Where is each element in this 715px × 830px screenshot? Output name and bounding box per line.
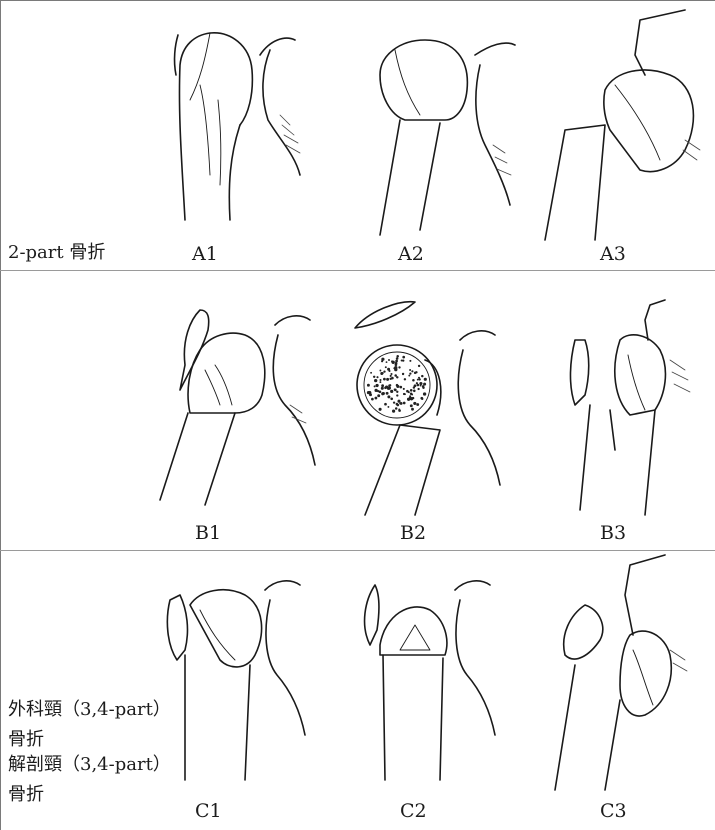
code-c3: C3 (600, 800, 627, 822)
row-divider-1 (0, 270, 715, 271)
code-b2: B2 (400, 522, 426, 544)
row-c-label-line2: 骨折 (8, 785, 44, 806)
row-b-label-line1: 外科頸（3,4-part） (8, 700, 171, 721)
illustration-a1 (170, 25, 320, 235)
illustration-c3 (545, 555, 710, 795)
code-b1: B1 (195, 522, 221, 544)
row-c-label-line1: 解剖頸（3,4-part） (8, 755, 171, 776)
code-a1: A1 (192, 243, 218, 265)
code-c1: C1 (195, 800, 222, 822)
code-a2: A2 (398, 243, 424, 265)
code-b3: B3 (600, 522, 626, 544)
illustration-b1 (160, 295, 330, 510)
frame-left-border (0, 0, 1, 830)
row-divider-2 (0, 550, 715, 551)
row-b-label-line2: 骨折 (8, 730, 44, 751)
frame-top-border (0, 0, 715, 1)
illustration-a3 (535, 10, 705, 250)
illustration-b3 (560, 300, 710, 525)
illustration-c2 (355, 570, 505, 785)
illustration-a2 (375, 35, 525, 235)
code-c2: C2 (400, 800, 427, 822)
row-a-label: 2-part 骨折 (8, 243, 105, 264)
illustration-c1 (165, 575, 315, 785)
illustration-b2 (345, 290, 515, 520)
